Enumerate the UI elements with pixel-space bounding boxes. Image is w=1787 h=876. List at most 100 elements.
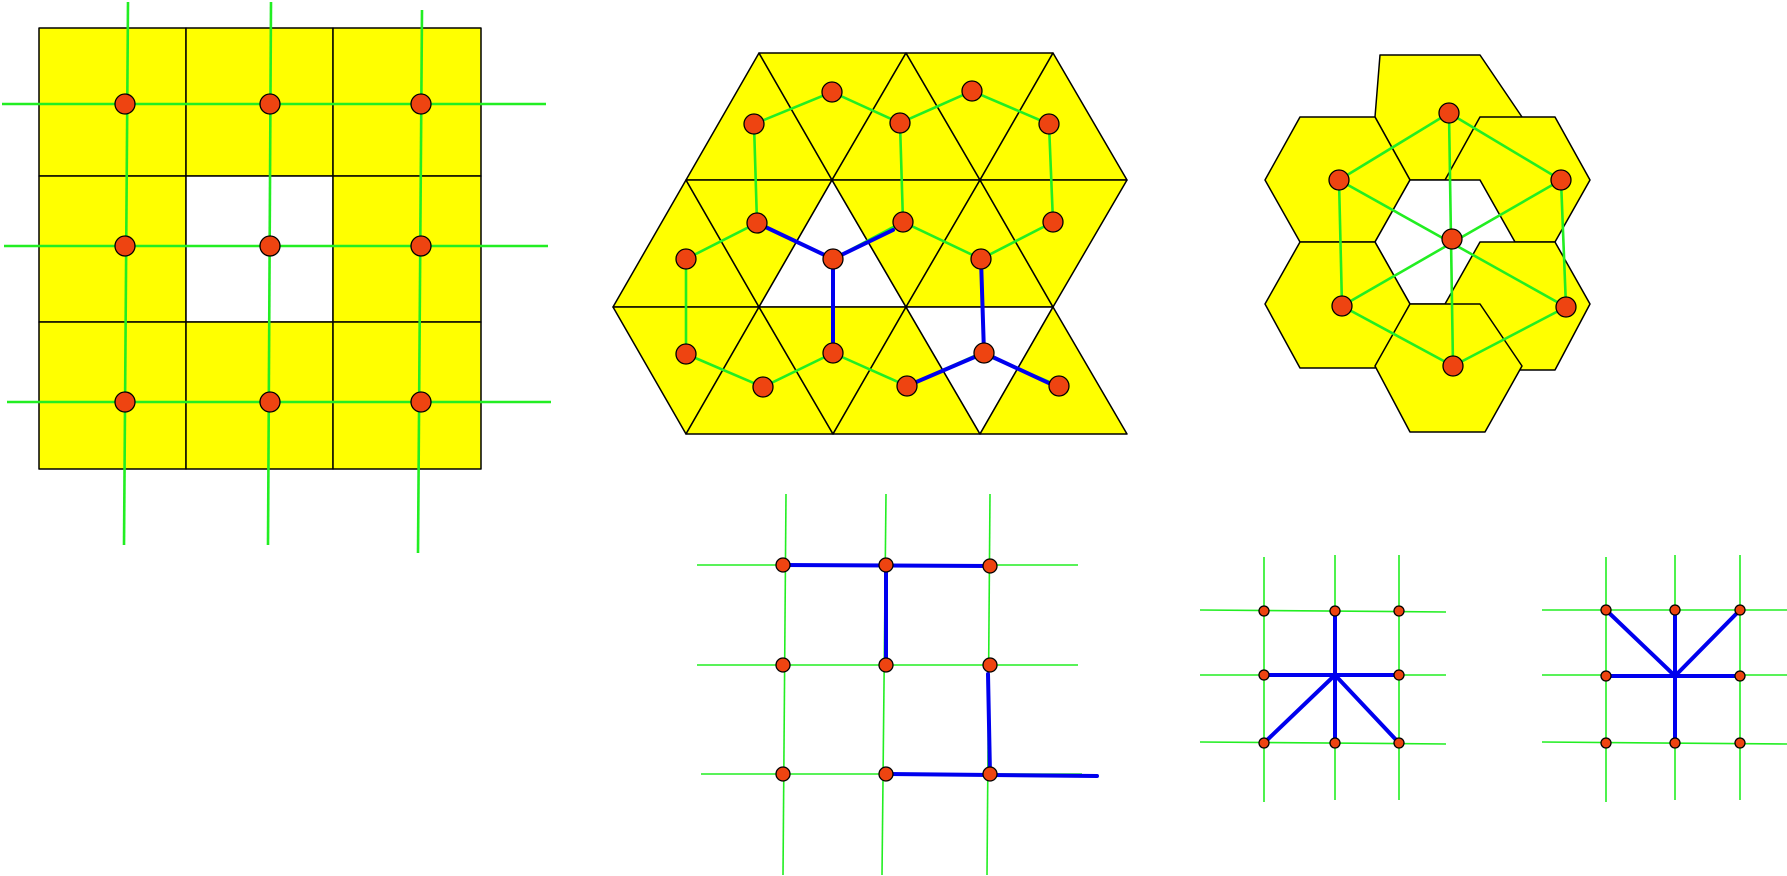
node <box>970 248 992 270</box>
node <box>775 557 791 573</box>
path-segment <box>1262 673 1337 745</box>
grid-line <box>1199 609 1447 613</box>
node <box>1328 169 1350 191</box>
node <box>822 342 844 364</box>
grid-line <box>1338 111 1450 182</box>
node <box>410 93 432 115</box>
square-tile <box>38 175 187 323</box>
node <box>973 342 995 364</box>
path-segment <box>979 257 986 355</box>
grid-eight-lines <box>1199 555 1447 802</box>
path-segment <box>986 672 992 776</box>
node <box>1600 670 1612 682</box>
path-segment <box>755 221 835 261</box>
grid-eight-nodes <box>1258 605 1405 749</box>
node <box>746 212 768 234</box>
node <box>878 557 894 573</box>
node <box>878 766 894 782</box>
path-segment <box>905 351 986 388</box>
node <box>982 558 998 574</box>
node <box>775 657 791 673</box>
node <box>675 248 697 270</box>
node <box>889 112 911 134</box>
square-tile <box>332 175 482 323</box>
square-tile <box>38 321 187 470</box>
grid-path-lines <box>697 493 1082 876</box>
node <box>1258 737 1270 749</box>
triangle-tiles <box>612 52 1128 435</box>
grid-path-panel <box>697 493 1099 876</box>
node <box>821 81 843 103</box>
node <box>1438 102 1460 124</box>
node <box>410 235 432 257</box>
node <box>775 766 791 782</box>
node <box>822 248 844 270</box>
triangle-tile <box>979 306 1128 435</box>
node <box>1669 737 1681 749</box>
square-tile <box>332 27 482 177</box>
node <box>114 391 136 413</box>
path-segment <box>831 228 895 261</box>
node <box>259 93 281 115</box>
node <box>1393 605 1405 617</box>
grid-line <box>782 493 787 876</box>
node <box>1734 670 1746 682</box>
node <box>410 391 432 413</box>
node <box>1555 296 1577 318</box>
node <box>1600 604 1612 616</box>
triangle-nodes <box>675 80 1070 398</box>
path-segment <box>1604 608 1677 678</box>
grid-line <box>1541 741 1787 745</box>
triangle-tile <box>979 179 1128 308</box>
node <box>1258 669 1270 681</box>
node <box>1734 737 1746 749</box>
node <box>892 211 914 233</box>
node <box>743 113 765 135</box>
grid-star-panel <box>1541 555 1787 802</box>
node <box>259 235 281 257</box>
grid-path-nodes <box>775 557 998 782</box>
grid-star-nodes <box>1600 604 1746 749</box>
node <box>982 766 998 782</box>
grid-line <box>1448 111 1562 182</box>
grid-line <box>881 493 887 876</box>
square-tiles <box>38 27 482 470</box>
node <box>1038 113 1060 135</box>
node <box>1393 737 1405 749</box>
node <box>1669 604 1681 616</box>
square-tile <box>38 27 187 177</box>
triangle-tiling-panel <box>612 52 1128 435</box>
grid-eight-highlight <box>1262 609 1401 745</box>
node <box>1042 211 1064 233</box>
node <box>1329 737 1341 749</box>
node <box>114 93 136 115</box>
node <box>1734 604 1746 616</box>
node <box>752 376 774 398</box>
grid-line <box>1452 305 1567 368</box>
square-tiling-panel <box>2 1 551 554</box>
node <box>961 80 983 102</box>
node <box>1331 295 1353 317</box>
node <box>982 657 998 673</box>
grid-star-lines <box>1541 555 1787 802</box>
grid-line <box>1559 179 1568 308</box>
node <box>1550 169 1572 191</box>
grid-eight-neighbours-panel <box>1199 555 1447 802</box>
node <box>114 235 136 257</box>
grid-star-highlight <box>1604 608 1742 744</box>
grid-line <box>752 123 759 224</box>
grid-line <box>1047 123 1055 223</box>
node <box>1442 355 1464 377</box>
grid-line <box>1341 304 1454 368</box>
square-tile <box>332 321 482 470</box>
grid-line <box>1337 179 1344 307</box>
grid-line <box>1199 741 1447 745</box>
grid-line <box>266 1 273 546</box>
node <box>1329 605 1341 617</box>
node <box>1600 737 1612 749</box>
grid-path-highlight <box>781 563 1099 778</box>
hexagon-tiles <box>1264 54 1591 433</box>
square-tile <box>185 321 334 470</box>
